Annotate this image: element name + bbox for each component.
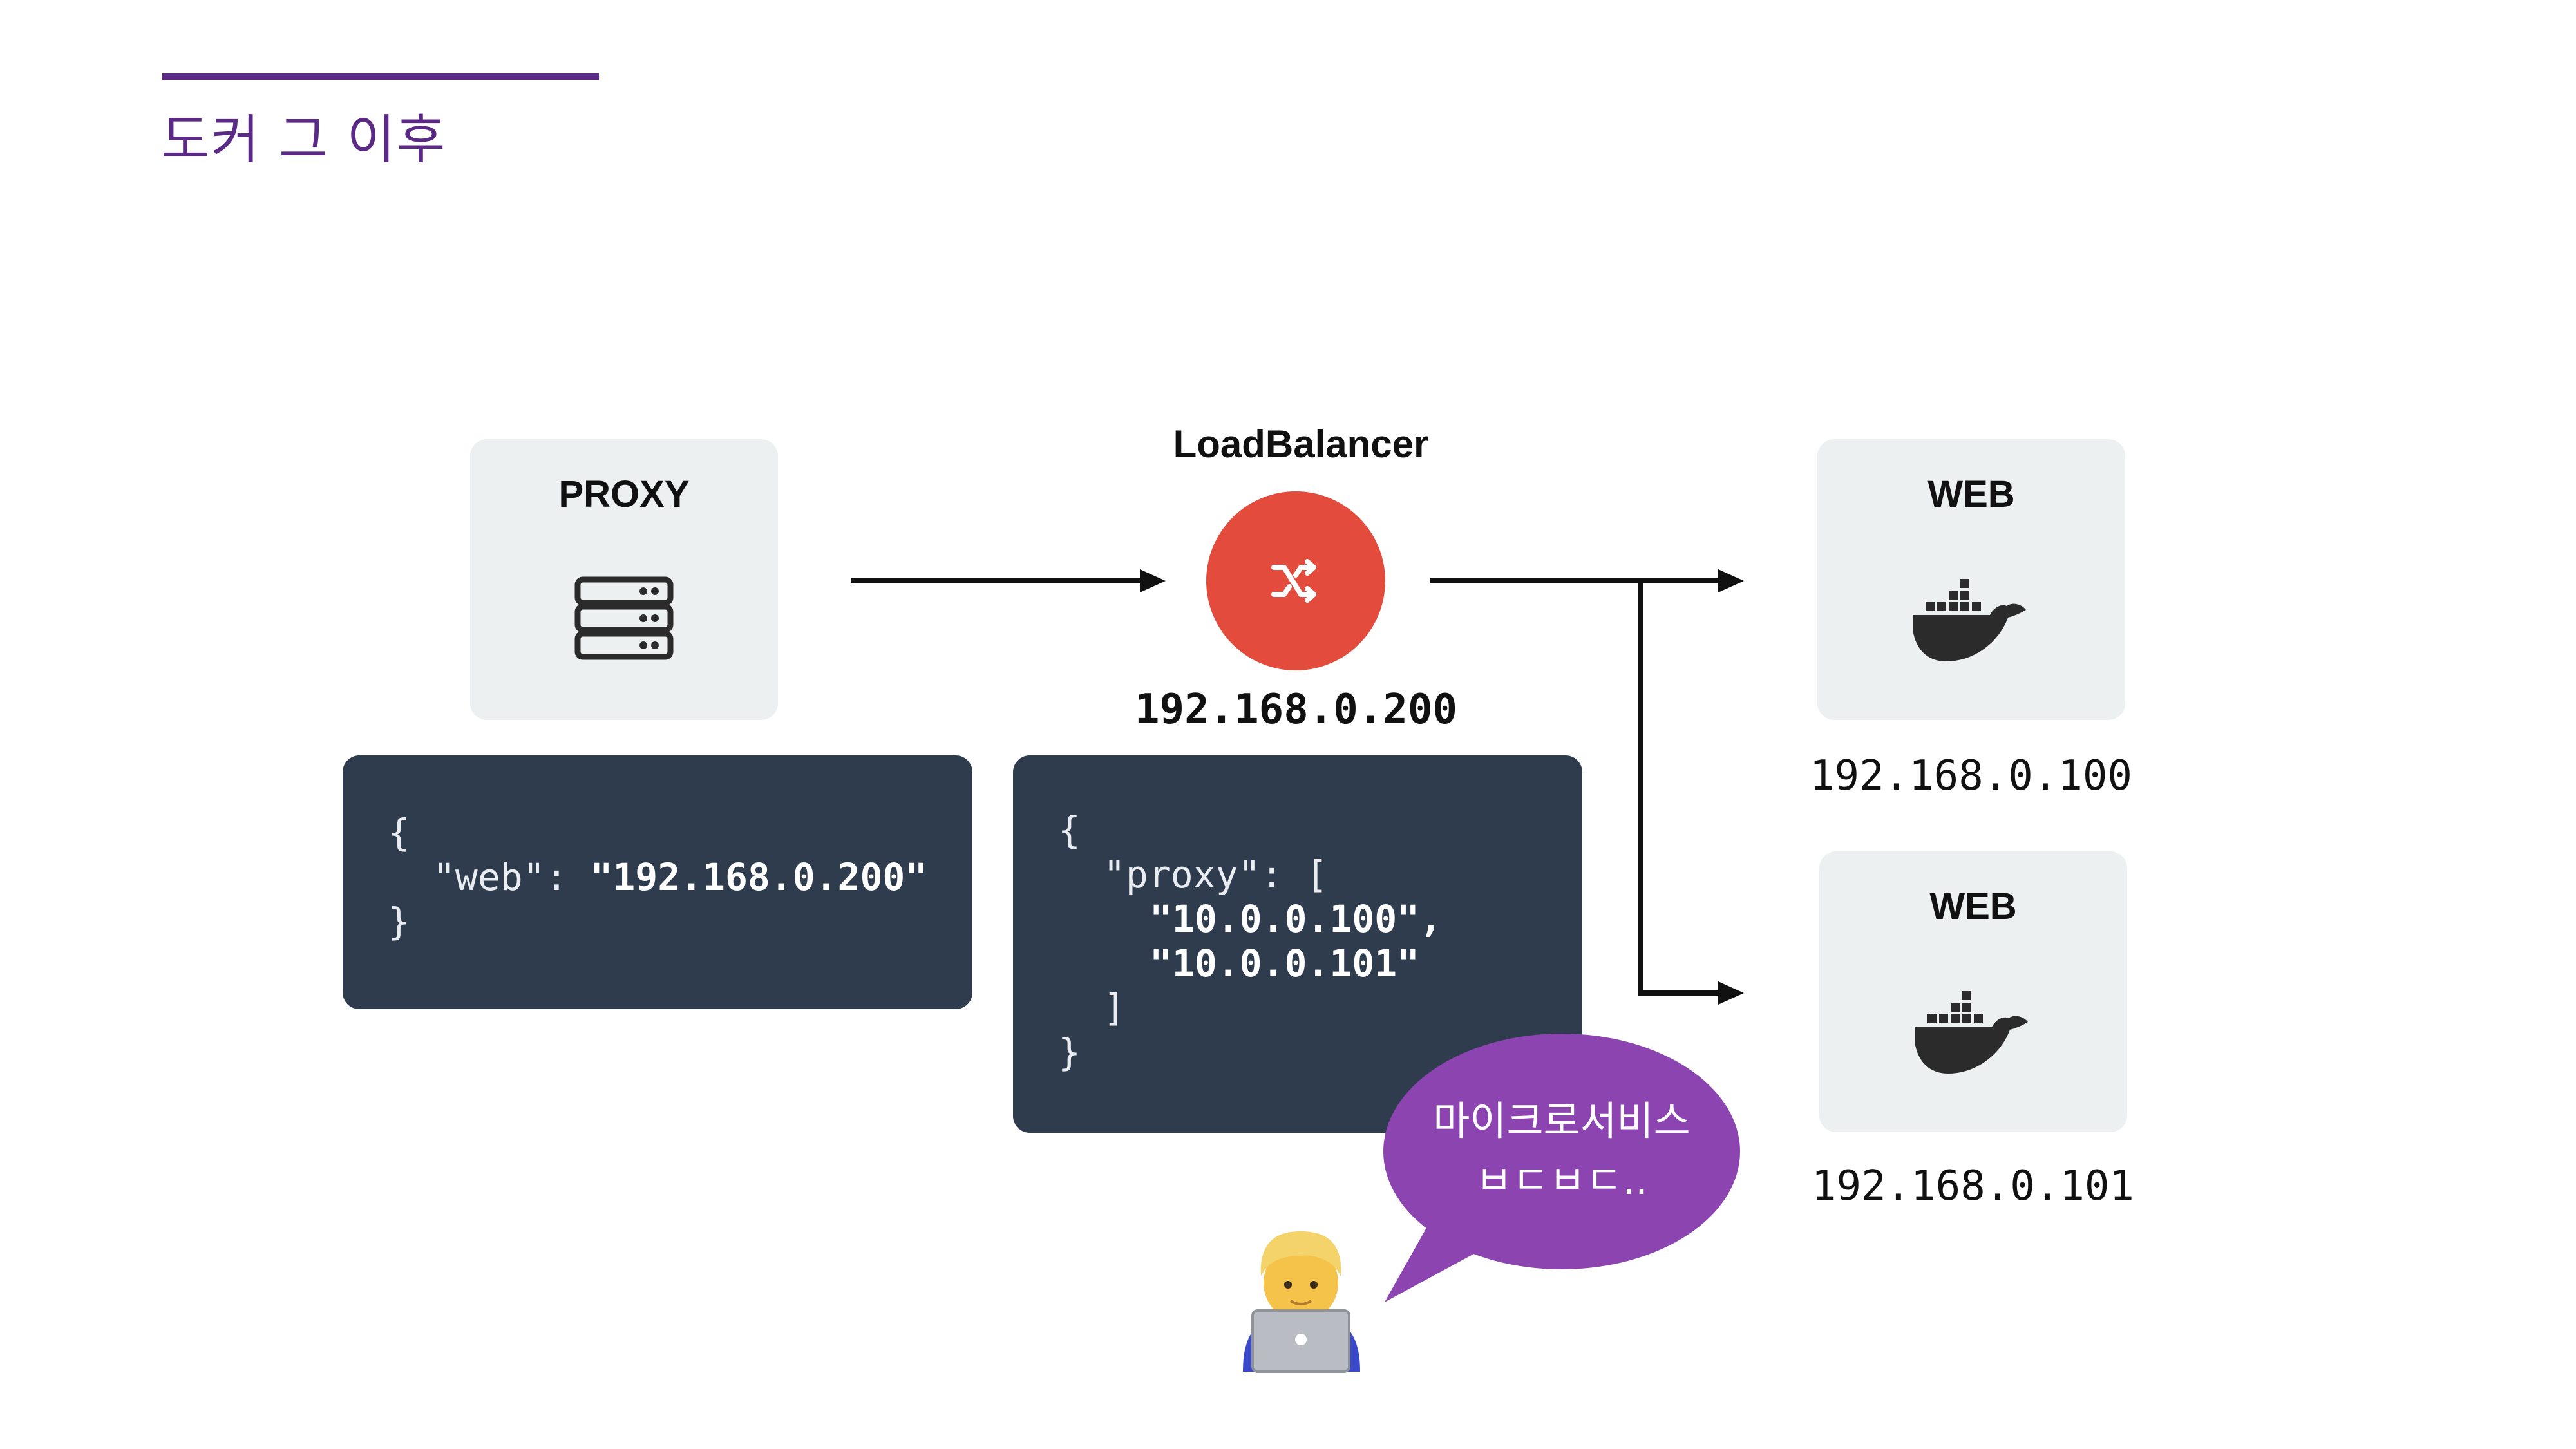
web-box-1: WEB (1817, 439, 2125, 720)
code-value-lb-ip: "192.168.0.200" (590, 855, 928, 899)
developer-with-laptop-icon (1243, 1231, 1360, 1373)
web-title-2: WEB (1929, 886, 2017, 927)
web-ip-1: 192.168.0.100 (1810, 752, 2132, 800)
load-balancer-ip: 192.168.0.200 (1135, 686, 1457, 734)
code-brace-open: { (388, 811, 410, 855)
web-title-1: WEB (1927, 473, 2015, 515)
proxy-config-panel: { "web": "192.168.0.200" } (343, 755, 972, 1009)
code-value-upstream-2: "10.0.0.101" (1150, 942, 1420, 985)
proxy-box: PROXY (470, 439, 778, 720)
docker-whale-icon (1915, 991, 2028, 1074)
speech-bubble-text: 마이크로서비스 ㅂㄷㅂㄷ.. (1381, 1092, 1742, 1210)
code-key-web: "web": (433, 855, 568, 899)
web-box-2: WEB (1819, 851, 2127, 1132)
speech-bubble-line-2: ㅂㄷㅂㄷ.. (1475, 1157, 1648, 1204)
server-stack-icon (574, 576, 674, 660)
code-key-proxy: "proxy": [ (1103, 853, 1329, 896)
load-balancer-node (1206, 491, 1385, 670)
title-underline (162, 73, 599, 80)
code-brace-close: } (388, 900, 410, 943)
speech-bubble-line-1: 마이크로서비스 (1433, 1097, 1690, 1144)
code-value-upstream-1: "10.0.0.100", (1150, 897, 1442, 941)
arrow-lb-to-web-2 (1638, 581, 1744, 1005)
load-balancer-title: LoadBalancer (1173, 422, 1429, 466)
shuffle-icon (1271, 559, 1316, 603)
docker-whale-icon (1913, 579, 2026, 661)
web-ip-2: 192.168.0.101 (1812, 1162, 2134, 1210)
speech-bubble (1383, 1034, 1740, 1302)
arrow-lb-to-web-1 (1430, 569, 1744, 592)
code-bracket-close: ] (1103, 986, 1126, 1030)
code-key: "web": "192.168.0.200" (433, 855, 927, 900)
arrow-proxy-to-lb (851, 569, 1166, 592)
code-brace-open: { (1058, 808, 1081, 852)
proxy-title: PROXY (558, 473, 690, 515)
code-brace-close: } (1058, 1030, 1081, 1074)
page-title: 도커 그 이후 (161, 109, 447, 171)
